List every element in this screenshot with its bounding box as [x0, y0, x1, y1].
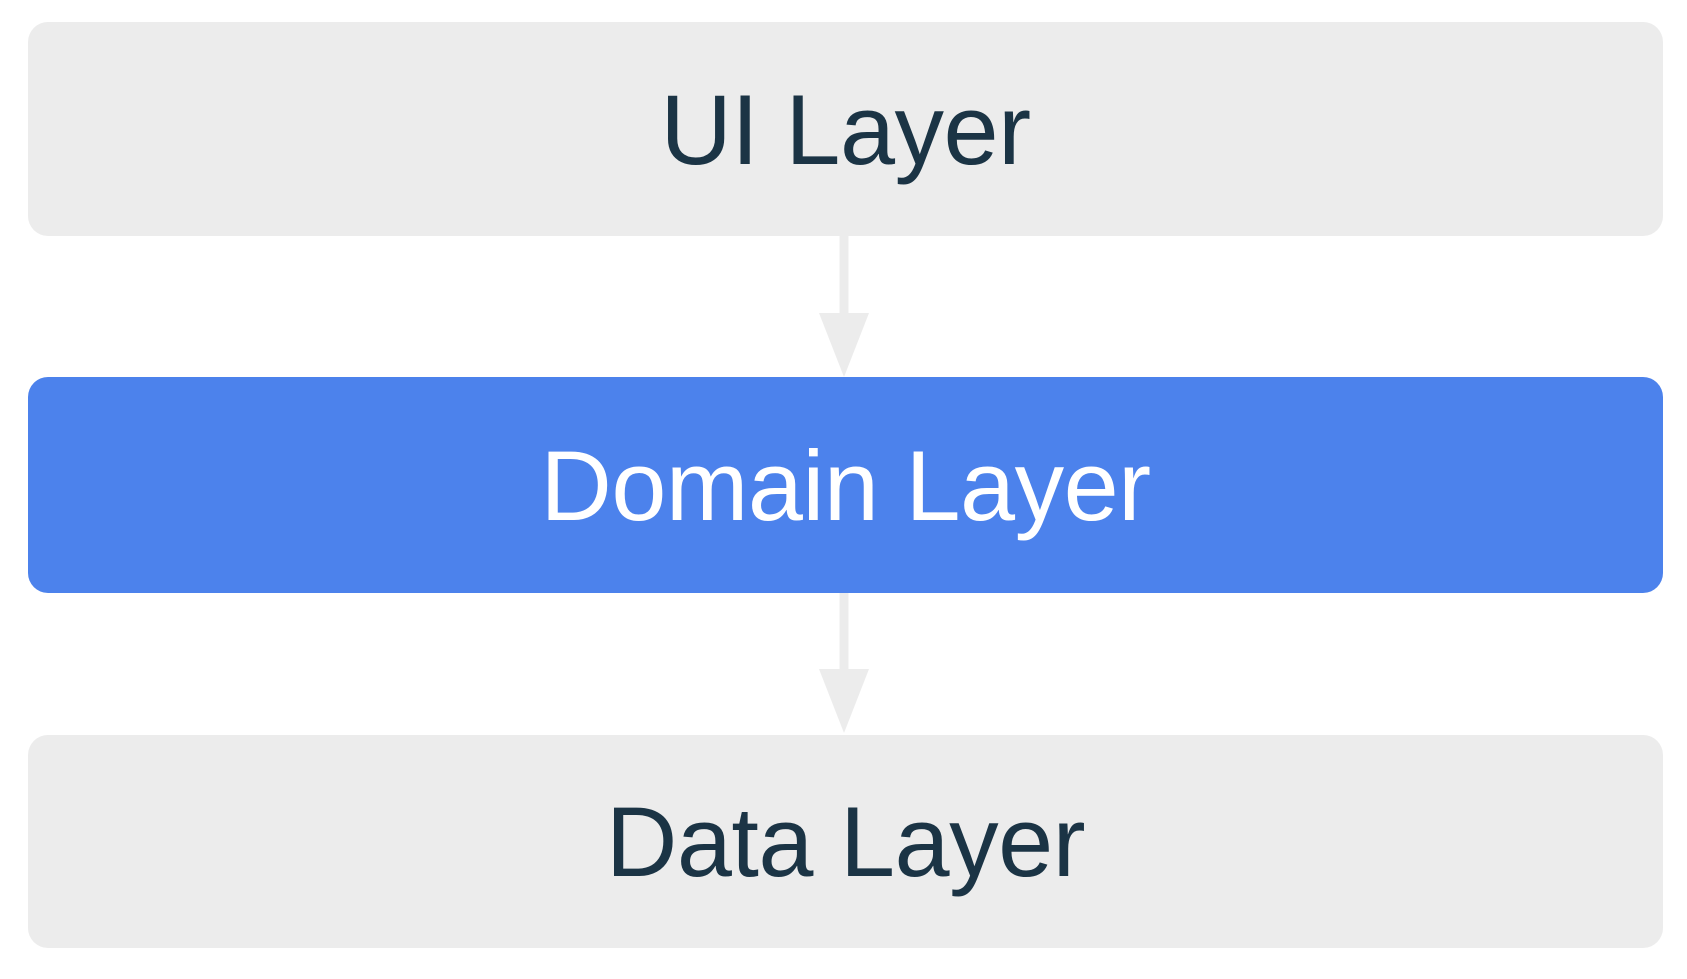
- node-domain-layer-label: Domain Layer: [540, 429, 1151, 541]
- node-data-layer[interactable]: Data Layer: [28, 735, 1663, 948]
- node-ui-layer-label: UI Layer: [660, 73, 1031, 185]
- node-domain-layer[interactable]: Domain Layer: [28, 377, 1663, 593]
- arrow-down-icon: [819, 593, 869, 733]
- arrow-down-icon: [819, 236, 869, 377]
- node-data-layer-label: Data Layer: [605, 786, 1086, 897]
- node-ui-layer[interactable]: UI Layer: [28, 22, 1663, 236]
